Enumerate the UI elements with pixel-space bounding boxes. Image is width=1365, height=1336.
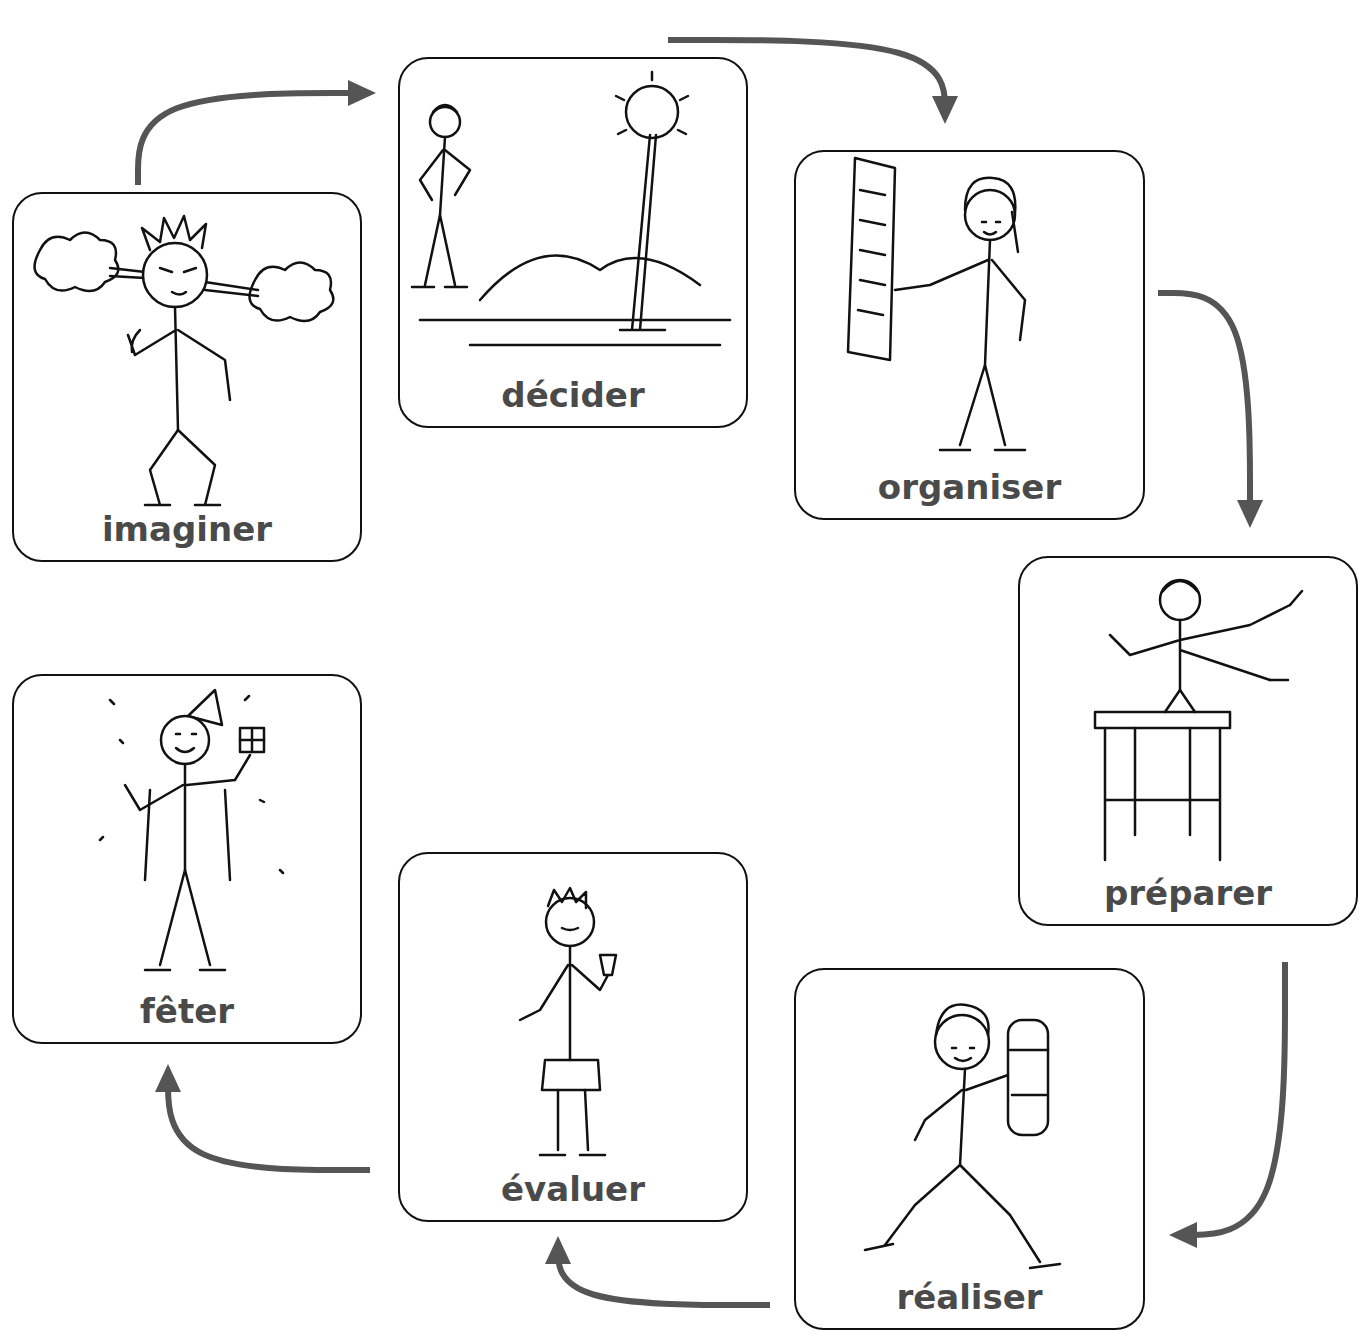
illustration-stroke xyxy=(160,268,196,295)
step-box: décider xyxy=(398,57,748,428)
illustration-stroke xyxy=(240,728,264,752)
thinking-figure xyxy=(35,216,334,505)
illustration-stroke xyxy=(1162,581,1198,592)
illustration-stroke xyxy=(142,216,206,250)
illustration-stroke xyxy=(1008,1020,1048,1135)
illustration-stroke xyxy=(940,365,1025,450)
illustration-stroke xyxy=(250,263,334,322)
cycle-arrow xyxy=(168,1070,370,1170)
illustration-stroke xyxy=(965,178,1018,252)
illustration-stroke xyxy=(562,928,578,930)
illustration-stroke xyxy=(548,888,586,908)
step-label: évaluer xyxy=(487,1169,659,1220)
illustration-stroke xyxy=(600,955,616,975)
celebrating-figure xyxy=(100,690,283,970)
step-label: organiser xyxy=(864,467,1075,518)
preparing-figure xyxy=(1095,580,1302,860)
illustration-stroke xyxy=(1160,580,1200,620)
cycle-arrow xyxy=(138,93,370,185)
illustration-stroke xyxy=(1110,605,1290,690)
illustration-stroke xyxy=(1105,728,1220,860)
step-box: fêter xyxy=(12,674,362,1044)
step-box: imaginer xyxy=(12,192,362,562)
illustration-stroke xyxy=(626,86,678,138)
illustration-stroke xyxy=(145,790,230,880)
cycle-arrow xyxy=(1158,293,1250,522)
illustration-stroke xyxy=(1010,1050,1048,1095)
cycle-arrow xyxy=(668,40,945,118)
illustration-stroke xyxy=(865,1244,1060,1268)
illustration-stroke xyxy=(128,307,230,430)
illustration-stroke xyxy=(520,946,608,1060)
step-label: décider xyxy=(487,375,658,426)
evaluating-figure xyxy=(520,888,616,1155)
illustration-stroke xyxy=(1270,591,1302,680)
illustration-stroke xyxy=(895,240,1025,365)
illustration-stroke xyxy=(848,158,895,360)
step-box: organiser xyxy=(794,150,1145,520)
illustration-stroke xyxy=(982,222,1000,235)
cycle-arrow xyxy=(1175,962,1285,1235)
illustration-stroke xyxy=(176,734,196,752)
step-box: préparer xyxy=(1018,556,1358,926)
illustration-stroke xyxy=(936,1005,989,1035)
illustration-stroke xyxy=(616,72,688,134)
illustration-stroke xyxy=(965,190,1015,240)
step-box: réaliser xyxy=(794,968,1145,1330)
hiking-figure xyxy=(865,1005,1060,1268)
illustration-stroke xyxy=(885,1165,1040,1262)
illustration-stroke xyxy=(952,1048,974,1061)
step-label: fêter xyxy=(126,991,248,1042)
illustration-stroke xyxy=(412,215,467,287)
illustration-stroke xyxy=(542,1060,600,1090)
illustration-stroke xyxy=(161,716,209,764)
illustration-stroke xyxy=(420,137,470,215)
illustration-stroke xyxy=(915,1069,1008,1165)
illustration-stroke xyxy=(35,233,119,292)
illustration-stroke xyxy=(433,105,457,112)
illustration-stroke xyxy=(1165,690,1195,712)
illustration-stroke xyxy=(145,870,225,970)
illustration-stroke xyxy=(240,728,264,752)
step-box: évaluer xyxy=(398,852,748,1222)
illustration-stroke xyxy=(935,1015,989,1069)
illustration-stroke xyxy=(540,1090,605,1155)
deciding-figure xyxy=(412,72,730,345)
illustration-stroke xyxy=(100,696,283,873)
illustration-stroke xyxy=(420,255,730,345)
step-label: réaliser xyxy=(882,1277,1056,1328)
illustration-stroke xyxy=(125,755,250,870)
organizing-figure xyxy=(848,158,1025,450)
illustration-stroke xyxy=(143,243,207,307)
step-label: imaginer xyxy=(88,509,286,560)
illustration-stroke xyxy=(1095,712,1230,728)
illustration-stroke xyxy=(858,190,885,315)
cycle-arrow xyxy=(558,1242,770,1305)
illustration-stroke xyxy=(620,135,665,330)
step-label: préparer xyxy=(1090,873,1286,924)
illustration-stroke xyxy=(145,430,220,505)
